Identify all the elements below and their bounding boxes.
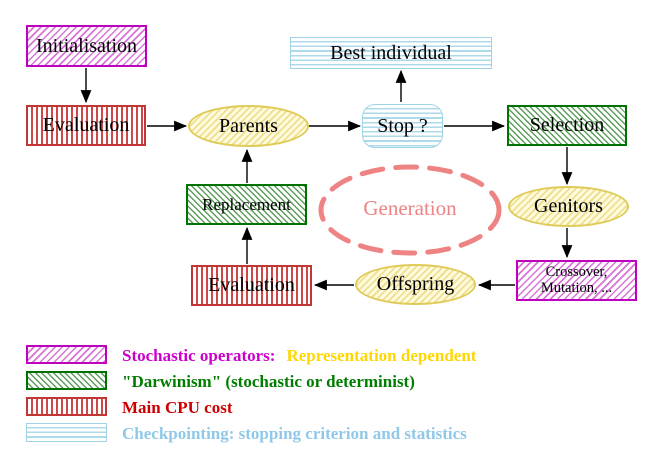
legend-row-main-cpu-cost: Main CPU cost (122, 398, 232, 418)
node-initialisation-label: Initialisation (35, 34, 138, 57)
node-crossover-mutation: Crossover, Mutation, ... (516, 260, 637, 301)
node-selection: Selection (507, 105, 627, 146)
legend-label-darwinism: "Darwinism" (stochastic or determinist) (122, 372, 415, 391)
node-genitors-label: Genitors (534, 195, 603, 217)
generation-loop-ellipse (318, 164, 502, 256)
node-crossover-label-line1: Crossover, (545, 264, 608, 281)
legend-swatch-main-cpu-cost (26, 397, 107, 416)
legend-swatch-darwinism (26, 371, 107, 390)
legend-label-main-cpu-cost: Main CPU cost (122, 398, 233, 417)
node-parents: Parents (188, 105, 309, 147)
node-evaluation-top-label: Evaluation (42, 114, 130, 136)
legend-row-darwinism: "Darwinism" (stochastic or determinist) (122, 372, 415, 392)
legend-row-checkpointing: Checkpointing: stopping criterion and st… (122, 424, 467, 444)
node-best-individual-label: Best individual (330, 41, 452, 64)
legend-label-checkpointing: Checkpointing: stopping criterion and st… (122, 424, 467, 443)
node-stop: Stop ? (362, 104, 443, 148)
legend-swatch-checkpointing (26, 423, 107, 442)
node-evaluation-top: Evaluation (26, 105, 146, 146)
node-evaluation-bottom: Evaluation (191, 265, 312, 306)
node-offspring: Offspring (355, 264, 476, 305)
legend-label-representation-dependent: Representation dependent (286, 346, 477, 365)
node-best-individual: Best individual (290, 37, 492, 69)
legend-label-stochastic-operators: Stochastic operators: (122, 346, 276, 365)
generation-loop-label: Generation (330, 196, 490, 221)
node-replacement-label: Replacement (202, 194, 291, 214)
node-selection-label: Selection (529, 114, 605, 136)
node-stop-label: Stop ? (377, 114, 428, 137)
node-initialisation: Initialisation (26, 25, 147, 67)
generation-label-text: Generation (363, 196, 457, 220)
node-offspring-label: Offspring (376, 273, 455, 295)
node-replacement: Replacement (186, 184, 307, 225)
legend-swatch-stochastic-operators (26, 345, 107, 364)
node-parents-label: Parents (219, 114, 278, 137)
node-evaluation-bottom-label: Evaluation (208, 274, 295, 296)
node-crossover-label-line2: Mutation, ... (540, 279, 613, 296)
legend-row-stochastic-operators: Stochastic operators: Representation depe… (122, 346, 476, 366)
node-genitors: Genitors (508, 186, 629, 227)
